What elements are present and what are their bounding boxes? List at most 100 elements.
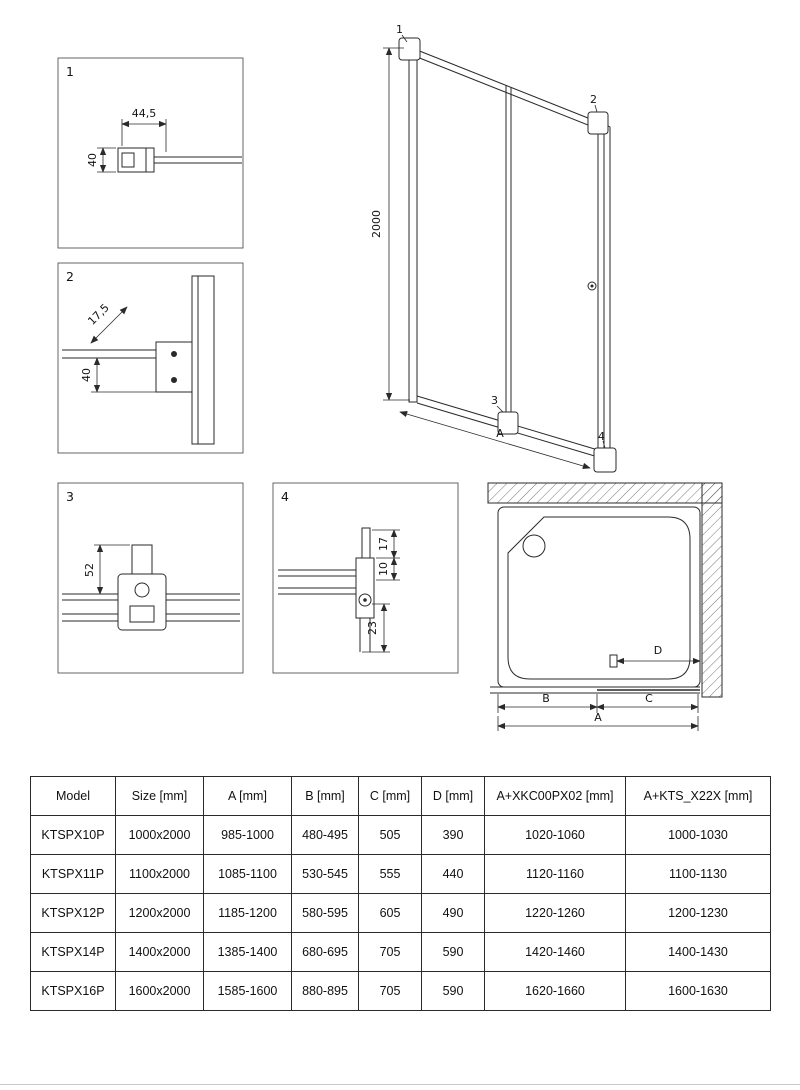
col-header-size: Size [mm]	[115, 776, 204, 816]
dim-label-40-d1: 40	[86, 153, 99, 167]
dim-label-44-5: 44,5	[132, 107, 157, 120]
door-elevation: 1 2 3 4 2000 A	[370, 23, 617, 473]
dim-label-d: D	[654, 644, 662, 657]
table-row: KTSPX12P 1200x2000 1185-1200 580-595 605…	[30, 893, 771, 933]
detail-3: 3 52	[57, 482, 244, 674]
cell-model: KTSPX16P	[30, 971, 116, 1011]
cell-c: 505	[358, 815, 422, 855]
cell-a-kts-x22x: 1600-1630	[625, 971, 771, 1011]
detail-2-label: 2	[66, 269, 74, 284]
cell-a-xkc00px02: 1020-1060	[484, 815, 626, 855]
bracket-4	[593, 447, 617, 473]
col-header-a-kts-x22x: A+KTS_X22X [mm]	[625, 776, 771, 816]
cell-c: 555	[358, 854, 422, 894]
cell-model: KTSPX11P	[30, 854, 116, 894]
cell-b: 580-595	[291, 893, 359, 933]
table-row: KTSPX14P 1400x2000 1385-1400 680-695 705…	[30, 932, 771, 972]
cell-d: 590	[421, 932, 485, 972]
cell-b: 530-545	[291, 854, 359, 894]
dim-label-b: B	[542, 692, 550, 705]
dimension-23: 23	[362, 603, 390, 653]
table-row: KTSPX16P 1600x2000 1585-1600 880-895 705…	[30, 971, 771, 1011]
dim-label-23: 23	[366, 621, 379, 635]
col-header-d: D [mm]	[421, 776, 485, 816]
dim-label-2000: 2000	[370, 210, 383, 238]
spec-table: Model Size [mm] A [mm] B [mm] C [mm] D […	[30, 776, 771, 1011]
shower-tray-outer	[497, 506, 701, 688]
callout-2: 2	[590, 93, 597, 106]
left-wall-profile	[408, 41, 418, 403]
detail-2: 2 17,5 40	[57, 262, 244, 454]
shower-tray-inner	[507, 516, 691, 680]
dimension-40-d2: 40	[80, 357, 156, 393]
drain-circle	[522, 534, 546, 558]
table-header-row: Model Size [mm] A [mm] B [mm] C [mm] D […	[30, 776, 771, 816]
dim-label-40-d2: 40	[80, 368, 93, 382]
callout-1: 1	[396, 23, 403, 36]
detail-3-frame	[57, 482, 244, 674]
dim-label-a-elev: A	[496, 427, 504, 440]
cell-a-kts-x22x: 1400-1430	[625, 932, 771, 972]
dimension-d: D	[609, 644, 701, 668]
col-header-c: C [mm]	[358, 776, 422, 816]
cell-size: 1200x2000	[115, 893, 204, 933]
col-header-model: Model	[30, 776, 116, 816]
cell-a-kts-x22x: 1200-1230	[625, 893, 771, 933]
cell-a: 1185-1200	[203, 893, 292, 933]
cell-a-kts-x22x: 1000-1030	[625, 815, 771, 855]
dimension-b: B	[497, 692, 598, 713]
cell-d: 440	[421, 854, 485, 894]
cell-size: 1400x2000	[115, 932, 204, 972]
dim-label-17: 17	[377, 537, 390, 551]
dimension-52: 52	[83, 544, 130, 595]
cell-a-xkc00px02: 1420-1460	[484, 932, 626, 972]
dim-label-10: 10	[377, 562, 390, 576]
table-row: KTSPX11P 1100x2000 1085-1100 530-545 555…	[30, 854, 771, 894]
cell-model: KTSPX10P	[30, 815, 116, 855]
detail-2-frame	[57, 262, 244, 454]
cell-a: 1085-1100	[203, 854, 292, 894]
detail-4-roller-bracket	[278, 527, 375, 652]
cell-d: 390	[421, 815, 485, 855]
detail-4-frame	[272, 482, 459, 674]
dim-label-17-5: 17,5	[85, 301, 112, 328]
dimension-c: C	[596, 692, 699, 713]
detail-4-label: 4	[281, 489, 289, 504]
dimension-17-5: 17,5	[85, 301, 128, 344]
dimension-17: 17	[372, 529, 400, 559]
dim-label-a-plan: A	[594, 711, 602, 724]
cell-a: 1585-1600	[203, 971, 292, 1011]
cell-b: 480-495	[291, 815, 359, 855]
plan-view: D B C A	[487, 482, 723, 731]
cell-model: KTSPX12P	[30, 893, 116, 933]
cell-d: 490	[421, 893, 485, 933]
dim-label-c: C	[645, 692, 653, 705]
detail-1: 1 44,5 40	[57, 57, 244, 249]
dimension-a-plan: A	[497, 711, 699, 731]
detail-4: 4 17 10 23	[272, 482, 459, 674]
cell-a-xkc00px02: 1620-1660	[484, 971, 626, 1011]
handle-plan	[609, 654, 618, 668]
door-handle	[587, 281, 597, 291]
detail-1-frame	[57, 57, 244, 249]
cell-a-xkc00px02: 1120-1160	[484, 854, 626, 894]
cell-size: 1000x2000	[115, 815, 204, 855]
dimension-44-5: 44,5	[121, 107, 167, 152]
dim-label-52: 52	[83, 563, 96, 577]
callout-4: 4	[598, 430, 605, 443]
col-header-b: B [mm]	[291, 776, 359, 816]
cell-c: 705	[358, 971, 422, 1011]
table-row: KTSPX10P 1000x2000 985-1000 480-495 505 …	[30, 815, 771, 855]
callout-3: 3	[491, 394, 498, 407]
col-header-a-xkc00px02: A+XKC00PX02 [mm]	[484, 776, 626, 816]
cell-b: 680-695	[291, 932, 359, 972]
cell-size: 1100x2000	[115, 854, 204, 894]
detail-3-bottom-rail	[62, 544, 240, 631]
cell-a-xkc00px02: 1220-1260	[484, 893, 626, 933]
dimension-a-elevation: A	[399, 410, 591, 470]
cell-a: 1385-1400	[203, 932, 292, 972]
top-rail	[416, 49, 599, 123]
detail-3-label: 3	[66, 489, 74, 504]
dimension-2000: 2000	[370, 47, 410, 401]
